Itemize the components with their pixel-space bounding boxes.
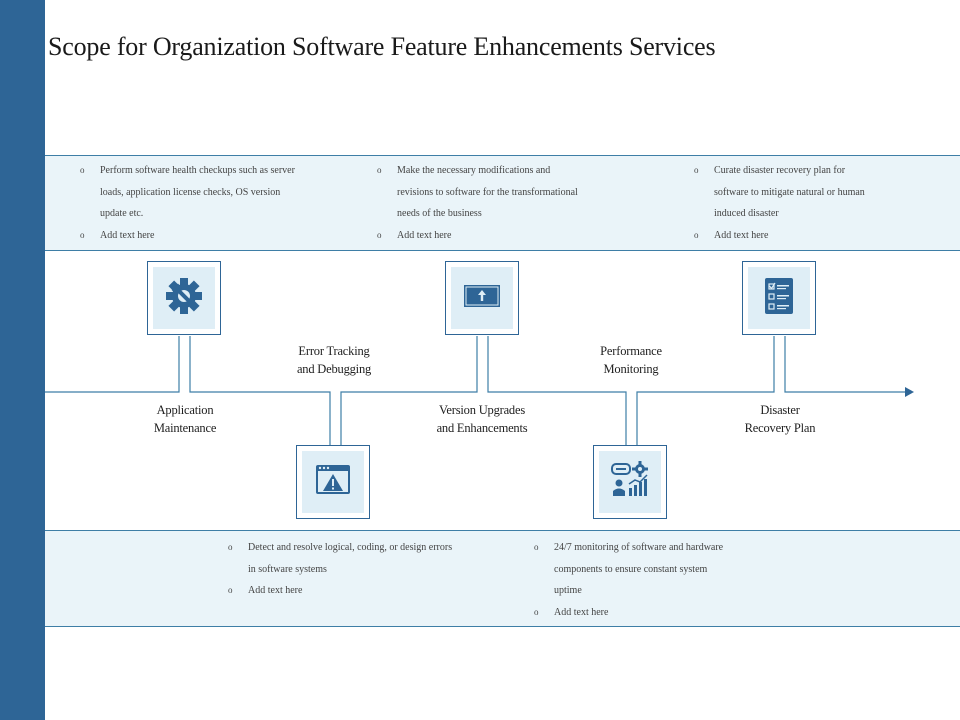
stage-label-version-upgrades: Version Upgrades and Enhancements	[436, 403, 528, 435]
stage-label-disaster-recovery: Disaster Recovery Plan	[744, 403, 816, 435]
bullet-item: Add text here	[377, 225, 582, 247]
stage-application-maintenance	[147, 261, 221, 335]
browser-warning-icon	[314, 462, 352, 503]
bullet-list-disaster-recovery: Curate disaster recovery plan for softwa…	[694, 160, 874, 246]
flow-arrow-head	[905, 387, 914, 397]
stage-label-application-maintenance: Application Maintenance	[153, 403, 217, 435]
analytics-monitor-icon	[610, 460, 650, 505]
bullet-list-version-upgrades: Make the necessary modifications and rev…	[377, 160, 582, 246]
bullet-item: Add text here	[80, 225, 295, 247]
checklist-icon	[763, 276, 795, 321]
bullet-item: Perform software health checkups such as…	[80, 160, 295, 225]
bullet-list-performance-monitoring: 24/7 monitoring of software and hardware…	[534, 537, 724, 623]
bullet-item: Add text here	[228, 580, 453, 602]
bullet-list-application-maintenance: Perform software health checkups such as…	[80, 160, 295, 246]
bullet-item: Add text here	[534, 602, 724, 624]
stage-disaster-recovery	[742, 261, 816, 335]
bottom-info-band	[45, 530, 960, 627]
upload-window-icon	[462, 282, 502, 315]
stage-version-upgrades	[445, 261, 519, 335]
bullet-list-error-tracking: Detect and resolve logical, coding, or d…	[228, 537, 453, 602]
bullet-item: Add text here	[694, 225, 874, 247]
stage-label-error-tracking: Error Tracking and Debugging	[296, 344, 372, 376]
bullet-item: Curate disaster recovery plan for softwa…	[694, 160, 874, 225]
bullet-item: Make the necessary modifications and rev…	[377, 160, 582, 225]
stage-error-tracking	[296, 445, 370, 519]
sidebar-accent	[0, 0, 45, 720]
stage-performance-monitoring	[593, 445, 667, 519]
gear-wrench-icon	[164, 276, 204, 321]
page-title: Scope for Organization Software Feature …	[48, 32, 716, 61]
stage-label-performance-monitoring: Performance Monitoring	[600, 344, 662, 376]
bullet-item: Detect and resolve logical, coding, or d…	[228, 537, 453, 580]
bullet-item: 24/7 monitoring of software and hardware…	[534, 537, 724, 602]
